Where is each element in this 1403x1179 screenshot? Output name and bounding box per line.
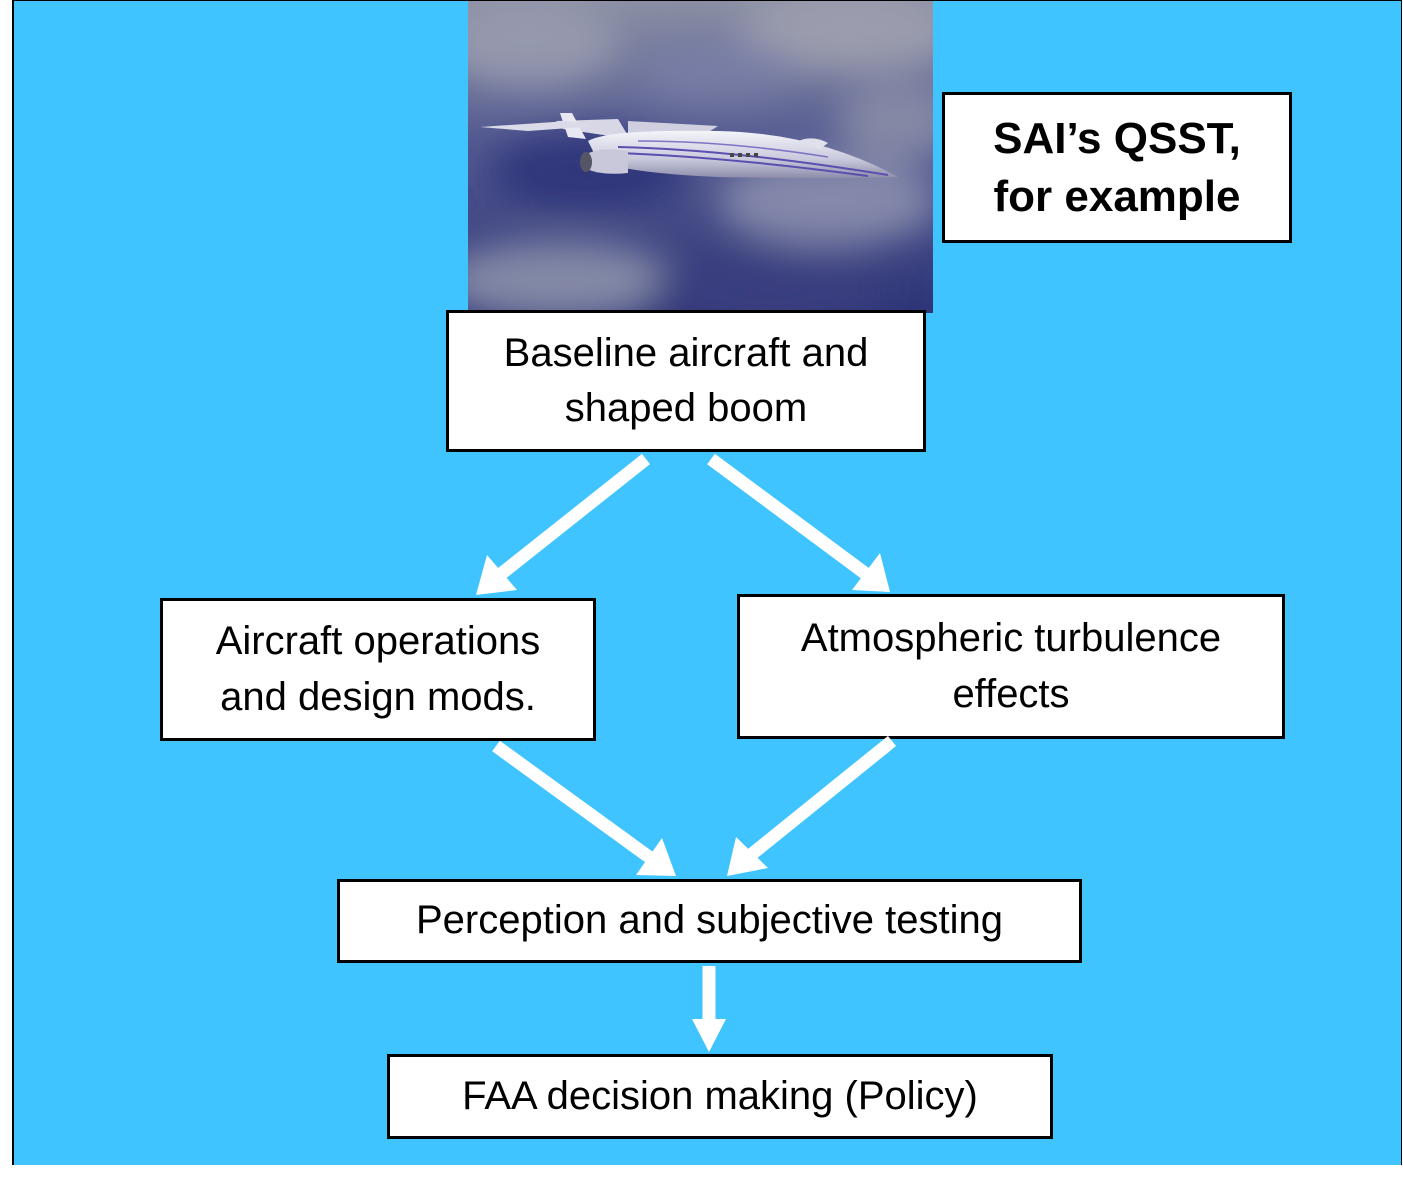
arrowhead-perception-left xyxy=(636,838,676,876)
turbulence-line-1: Atmospheric turbulence xyxy=(800,616,1222,661)
slide-background: SAI’s QSST, for example Baseline aircraf… xyxy=(12,0,1402,1165)
turbulence-line-2: effects xyxy=(952,671,1070,716)
arrow-baseline-to-operations xyxy=(496,453,651,580)
baseline-aircraft-node: Baseline aircraft and shaped boom xyxy=(446,310,926,452)
atmospheric-turbulence-node: Atmospheric turbulence effects xyxy=(737,594,1285,739)
arrow-baseline-to-turbulence xyxy=(707,453,870,580)
faa-decision-node: FAA decision making (Policy) xyxy=(387,1054,1053,1139)
faa-label: FAA decision making (Policy) xyxy=(462,1073,978,1118)
callout-line-1: SAI’s QSST, xyxy=(993,114,1241,164)
arrowhead-perception-right xyxy=(727,837,768,876)
arrowhead-operations xyxy=(476,555,517,595)
arrow-operations-to-perception xyxy=(492,740,653,863)
callout-line-2: for example xyxy=(993,171,1241,221)
example-callout: SAI’s QSST, for example xyxy=(942,92,1292,243)
perception-label: Perception and subjective testing xyxy=(415,898,1004,943)
baseline-line-1: Baseline aircraft and xyxy=(503,330,869,375)
supersonic-jet-image xyxy=(468,1,933,313)
arrow-turbulence-to-perception xyxy=(747,735,897,860)
arrowhead-turbulence xyxy=(852,553,890,592)
operations-line-2: and design mods. xyxy=(220,674,536,719)
baseline-line-2: shaped boom xyxy=(564,386,808,430)
perception-testing-node: Perception and subjective testing xyxy=(337,879,1082,963)
aircraft-operations-node: Aircraft operations and design mods. xyxy=(160,598,596,741)
arrowhead-faa xyxy=(692,1019,726,1052)
operations-line-1: Aircraft operations xyxy=(215,619,541,664)
